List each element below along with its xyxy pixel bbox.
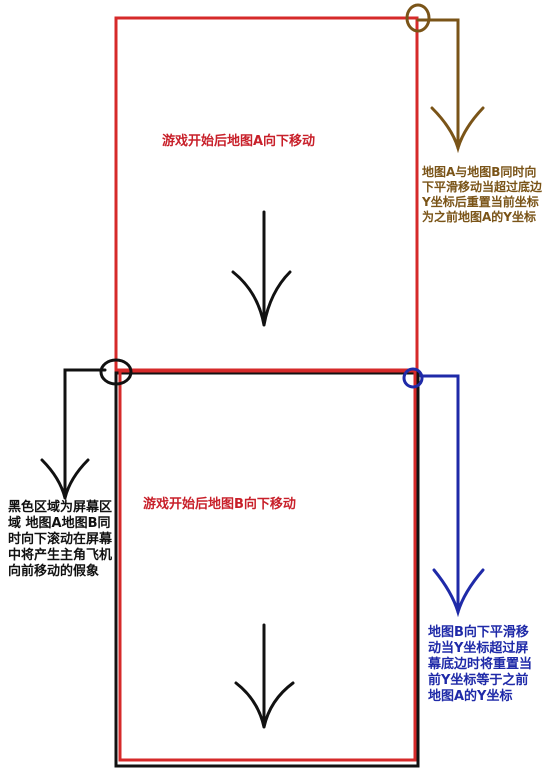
black-marker-circle [99,358,133,386]
blue-bent-arrow [419,374,485,618]
map-a-label: 游戏开始后地图A向下移动 [162,134,316,149]
brown-note: 地图A与地图B同时向下平滑移动当超过底边Y坐标后重置当前坐标为之前地图A的Y坐标 [422,165,543,224]
map-a-down-arrow [231,210,292,327]
black-note: 黑色区域为屏幕区域 地图A地图B同时向下滚动在屏幕中将产生主角飞机向前移动的假象 [8,500,113,579]
blue-note: 地图B向下平滑移动当Y坐标超过屏幕底边时将重置当前Y坐标等于之前地图A的Y坐标 [428,625,533,704]
black-bent-arrow [40,368,107,500]
map-b-down-arrow [234,623,295,729]
screen-frame [114,371,420,768]
map-b-rect [118,369,417,762]
brown-marker-circle [405,3,431,33]
map-b-label: 游戏开始后地图B向下移动 [143,497,296,512]
blue-marker-circle [402,367,424,389]
brown-bent-arrow [416,18,485,154]
